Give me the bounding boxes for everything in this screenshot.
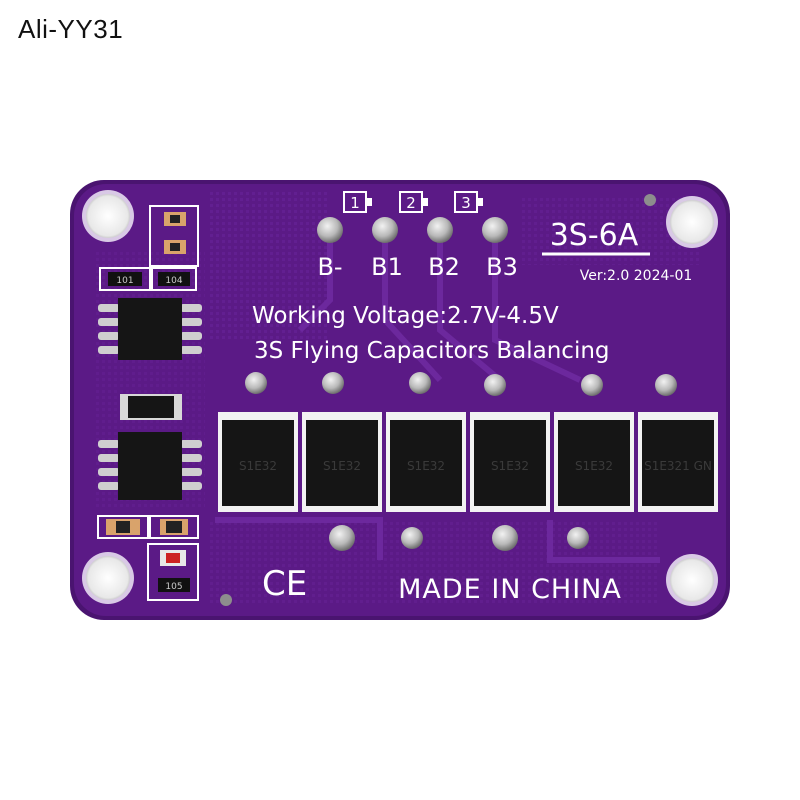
- mosfet-3: S1E32: [386, 412, 466, 512]
- mosfet-marking: S1E32: [407, 459, 445, 473]
- pad-number-2: 2: [406, 194, 416, 212]
- resistor-label: 104: [165, 276, 182, 286]
- version-label: Ver:2.0 2024-01: [580, 268, 693, 284]
- smd-components: 101 104 105: [97, 205, 199, 601]
- mosfet-marking: S1E32: [575, 459, 613, 473]
- pad-number-3: 3: [461, 194, 471, 212]
- pad-label-b2: B2: [428, 253, 460, 281]
- mosfet-marking: S1E32: [491, 459, 529, 473]
- mosfet-marking: S1E32: [239, 459, 277, 473]
- resistor-label: 101: [116, 276, 133, 286]
- pad-label-bminus: B-: [317, 253, 342, 281]
- mosfet-marking: S1E32: [323, 459, 361, 473]
- mosfet-1: S1E32: [218, 412, 298, 512]
- mosfet-6: S1E321 GN: [638, 412, 718, 512]
- ic-chips: [98, 298, 202, 500]
- battery-pads: 1 2 3 B- B1 B2 B3: [317, 191, 518, 281]
- mosfet-row: S1E32 S1E32 S1E32 S1E32 S1E32 S1E321 GN: [218, 412, 718, 512]
- voltage-text: Working Voltage:2.7V-4.5V: [252, 303, 559, 329]
- mosfet-5: S1E32: [554, 412, 634, 512]
- pad-label-b1: B1: [371, 253, 403, 281]
- balancing-text: 3S Flying Capacitors Balancing: [254, 338, 610, 364]
- pad-number-1: 1: [350, 194, 360, 212]
- mosfet-marking: S1E321 GN: [644, 459, 712, 473]
- made-in-china-text: MADE IN CHINA: [398, 574, 622, 605]
- pad-label-b3: B3: [486, 253, 518, 281]
- mosfet-4: S1E32: [470, 412, 550, 512]
- mounting-holes: [82, 190, 718, 606]
- via-pads: [245, 372, 677, 551]
- model-label: 3S-6A: [550, 218, 639, 253]
- resistor-label: 105: [165, 582, 182, 592]
- ce-mark: CE: [262, 564, 307, 604]
- mosfet-2: S1E32: [302, 412, 382, 512]
- watermark-text: Ali-YY31: [18, 14, 124, 44]
